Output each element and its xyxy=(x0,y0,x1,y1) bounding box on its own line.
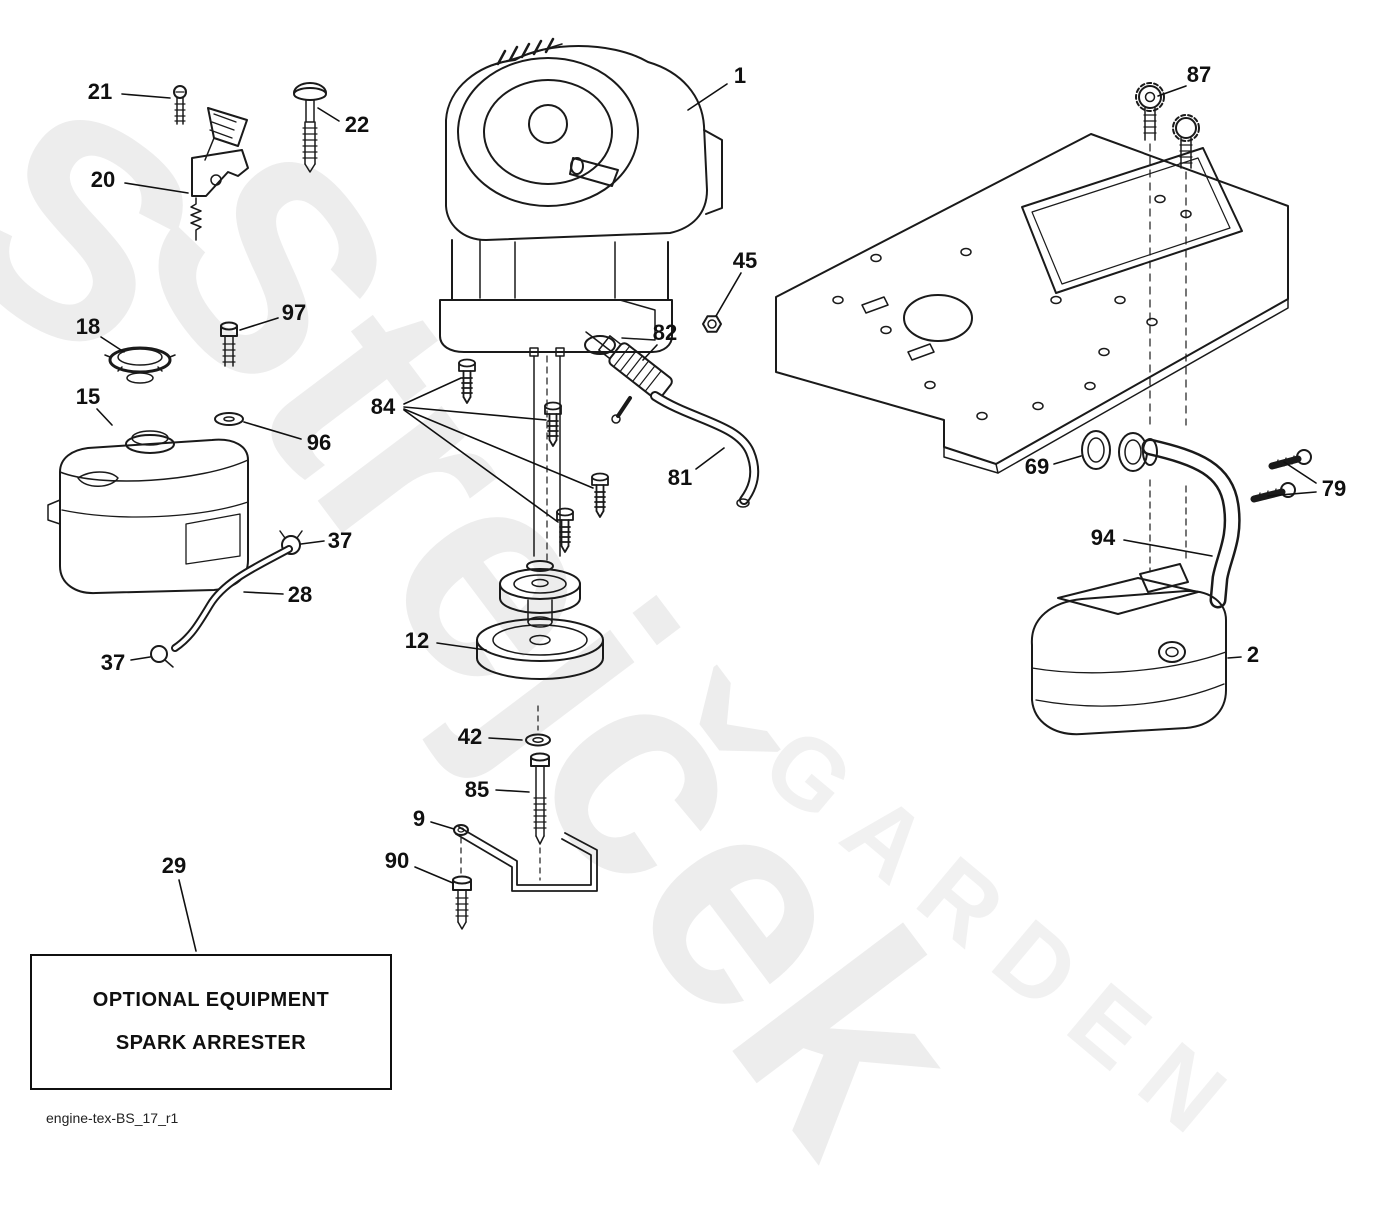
drawing-code: engine-tex-BS_17_r1 xyxy=(46,1110,179,1126)
bracket-9-illustration xyxy=(453,824,598,892)
fuel-cap-illustration xyxy=(104,346,176,384)
fuel-valve-illustration xyxy=(598,315,760,508)
spark-arrester-label: SPARK ARRESTER xyxy=(115,1032,307,1054)
parts-diagram-illustration xyxy=(47,37,1317,952)
screws-87-illustration xyxy=(1135,82,1200,426)
optional-equipment-title: OPTIONAL EQUIPMENT xyxy=(92,989,330,1011)
fuel-hose-illustration xyxy=(150,530,303,668)
callout-leader-lines xyxy=(96,83,1317,952)
bolt-85-illustration xyxy=(530,752,550,881)
pulley-illustration xyxy=(476,560,604,731)
plunger-22-illustration xyxy=(293,82,327,173)
throttle-illustration xyxy=(173,85,249,241)
engine-illustration xyxy=(439,37,723,563)
exhaust-illustration xyxy=(1081,430,1312,609)
fuel-tank-illustration xyxy=(47,430,249,595)
bolt-90-illustration xyxy=(452,875,472,930)
diagram-page: S Strejček GARDEN xyxy=(0,34,1346,1203)
bolt-97-illustration xyxy=(220,321,238,367)
washer-96-illustration xyxy=(214,412,244,426)
optional-equipment-box: OPTIONAL EQUIPMENT SPARK ARRESTER xyxy=(30,954,392,1090)
chassis-illustration xyxy=(775,133,1289,474)
washer-42-illustration xyxy=(525,733,551,747)
muffler-illustration xyxy=(1030,479,1227,736)
